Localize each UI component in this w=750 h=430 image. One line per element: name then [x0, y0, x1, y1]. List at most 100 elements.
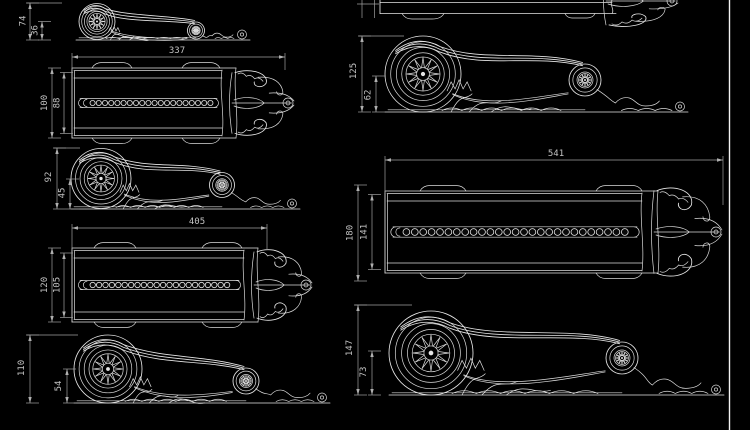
- rosette-ring: [92, 353, 124, 385]
- leaf-scallop-edge: [451, 390, 599, 394]
- rosette-hub: [219, 182, 225, 188]
- bead: [157, 100, 164, 107]
- rosette-petal: [430, 360, 433, 372]
- end-curl-dot: [678, 104, 682, 109]
- dim-arrow: [374, 76, 378, 82]
- leaf-lobe: [234, 70, 267, 88]
- vertical-dimension: 92: [44, 147, 66, 210]
- rosette-outer-ring: [215, 178, 229, 192]
- bead: [145, 100, 152, 107]
- leaf-lobe: [694, 217, 723, 231]
- corbel-plan-partial: [357, 0, 679, 27]
- top-foot: [91, 62, 133, 69]
- dimension-label: 45: [58, 188, 68, 199]
- rosette-petal: [92, 23, 96, 29]
- bead: [153, 281, 160, 289]
- dim-arrow: [68, 179, 72, 185]
- bead: [207, 100, 214, 107]
- rosette-petal: [87, 177, 97, 179]
- bead: [163, 100, 170, 107]
- rosette-petal: [246, 382, 249, 386]
- top-foot: [419, 185, 467, 192]
- volute-outer: [78, 3, 116, 40]
- leaf-frond: [128, 37, 149, 42]
- rosette-outer-ring: [401, 52, 445, 96]
- dim-arrow: [65, 397, 69, 403]
- bead: [444, 228, 453, 236]
- rosette-petal: [406, 72, 417, 75]
- crown-motif: [457, 357, 485, 371]
- bead: [192, 281, 199, 289]
- bead: [427, 228, 436, 236]
- vertical-dimension: 105: [53, 252, 73, 318]
- bottom-foot: [419, 272, 467, 279]
- leaf-serration: [237, 72, 264, 82]
- leaf-frond: [137, 199, 164, 210]
- rosette-petal: [429, 360, 432, 372]
- leaf-lobe: [288, 273, 313, 284]
- leaf-lobe: [635, 6, 666, 22]
- horizontal-dimension: 337: [71, 46, 286, 70]
- rosette-petal: [94, 183, 100, 190]
- rosette-petal: [87, 178, 97, 180]
- rosette-petal: [100, 374, 107, 382]
- foot-profile: [596, 89, 660, 107]
- leaf-serration: [659, 191, 689, 203]
- volute-scroll: [388, 310, 474, 396]
- rosette-petal: [243, 382, 245, 386]
- bead: [520, 228, 528, 236]
- rosette-petal: [616, 358, 620, 362]
- rosette-center-dot: [106, 367, 110, 371]
- bead: [182, 100, 189, 107]
- rosette-ring: [87, 164, 115, 193]
- leaf-bud: [233, 97, 265, 109]
- bead: [419, 228, 428, 236]
- rosette-petal: [436, 357, 447, 363]
- rosette-hub: [423, 345, 439, 361]
- dimension-label: 100: [40, 95, 50, 111]
- rosette-petal: [584, 82, 586, 87]
- rosette-petal: [88, 20, 95, 22]
- acanthus-leaves: [115, 182, 204, 210]
- dimension-label: 125: [349, 63, 359, 79]
- bead-cap: [213, 98, 219, 108]
- foot-ornaments: [231, 192, 297, 209]
- dim-arrow: [360, 36, 364, 42]
- volute-scroll: [384, 35, 462, 113]
- volute-mid: [81, 5, 113, 38]
- rosette-petal: [422, 57, 425, 68]
- rosette-petal: [96, 24, 98, 30]
- bead-cap: [83, 99, 88, 107]
- rosette-petal: [421, 337, 429, 347]
- sweep-band: [78, 154, 221, 174]
- sweep-lower: [134, 387, 233, 398]
- rosette-petal: [436, 343, 447, 349]
- dim-arrow: [62, 127, 66, 134]
- rosette-center-dot: [621, 357, 623, 359]
- rosette-petal: [102, 167, 108, 174]
- end-curl-dot: [320, 395, 324, 400]
- rosette-petal: [408, 78, 419, 83]
- rosette-petal: [105, 179, 113, 186]
- dim-arrow: [40, 34, 44, 40]
- sweep-band: [78, 152, 221, 172]
- rosette-petal: [90, 22, 95, 26]
- bead: [478, 228, 486, 236]
- rosette-petal: [192, 28, 196, 30]
- leaf-lobe: [608, 13, 647, 27]
- rosette-petal: [623, 352, 626, 357]
- rosette-petal: [112, 372, 121, 377]
- rosette-petal: [99, 17, 104, 21]
- scroll-outer: [209, 172, 235, 198]
- rosette-petal: [621, 360, 623, 365]
- acanthus-leaves: [441, 79, 562, 113]
- bead: [587, 228, 595, 236]
- vertical-dimension: 45: [58, 178, 79, 210]
- volute-scroll: [70, 148, 132, 209]
- vertical-dimension: 180: [346, 184, 367, 282]
- end-scroll: [232, 367, 260, 395]
- bead: [121, 281, 128, 289]
- rosette-petal: [100, 165, 103, 174]
- rosette-petal: [618, 359, 621, 364]
